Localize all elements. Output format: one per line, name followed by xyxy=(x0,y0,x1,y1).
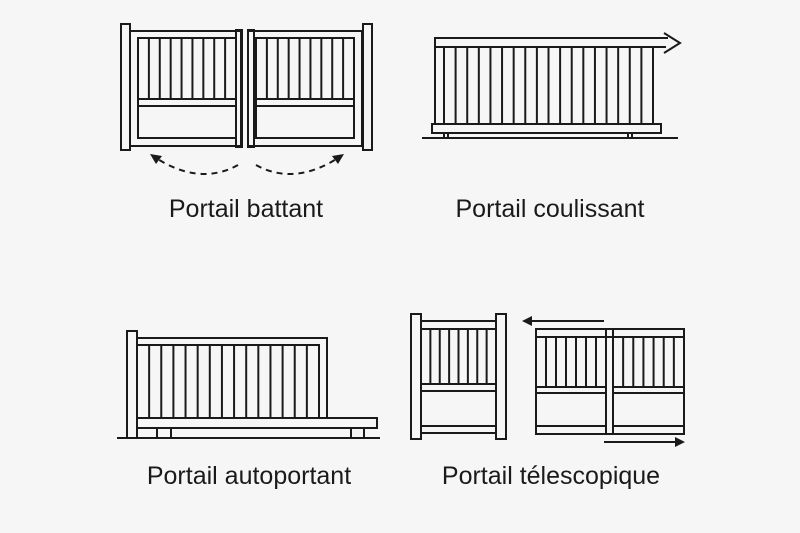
sliding-gate-drawing xyxy=(422,32,682,139)
right-leaf-frame xyxy=(247,30,363,147)
sliding-panels-frame xyxy=(535,328,685,435)
left-swing-arc xyxy=(155,157,239,175)
right-post xyxy=(495,313,507,440)
right-arrow-head xyxy=(332,154,344,164)
right-leaf-panel xyxy=(255,37,355,139)
cantilever-post xyxy=(126,330,138,439)
cantilever-frame xyxy=(137,337,328,418)
left-post xyxy=(120,23,131,151)
roller xyxy=(350,427,365,439)
right-swing-arc xyxy=(255,157,339,175)
cantilever-gate-drawing xyxy=(117,330,380,439)
right-mid-rail xyxy=(255,98,355,107)
bottom-rail xyxy=(420,425,497,434)
arrow-right-head xyxy=(675,437,685,447)
label-sliding-gate: Portail coulissant xyxy=(455,195,645,223)
sliding-arrow-head xyxy=(663,32,682,54)
label-telescopic-gate: Portail télescopique xyxy=(441,462,661,490)
top-rails xyxy=(421,320,496,330)
telescopic-gate-drawing xyxy=(410,313,685,447)
label-swing-gate: Portail battant xyxy=(168,195,324,223)
mid-rail xyxy=(420,383,497,392)
roller xyxy=(156,427,172,439)
sliding-beam xyxy=(431,123,662,134)
right-leaf-stile xyxy=(247,29,255,148)
sliding-frame xyxy=(434,37,668,124)
right-post xyxy=(362,23,373,151)
left-arrow-head xyxy=(150,154,162,164)
left-mid-rail xyxy=(137,98,237,107)
wheel xyxy=(627,132,633,139)
left-leaf-panel xyxy=(137,37,237,139)
left-post xyxy=(410,313,422,440)
panel-divider xyxy=(605,328,614,435)
swing-gate-drawing xyxy=(120,23,373,175)
cantilever-beam xyxy=(136,417,378,429)
panel-rails xyxy=(536,386,684,427)
arrow-left-head xyxy=(522,316,532,326)
wheel xyxy=(443,132,449,139)
label-cantilever-gate: Portail autoportant xyxy=(146,462,352,490)
left-leaf-stile xyxy=(235,29,243,148)
